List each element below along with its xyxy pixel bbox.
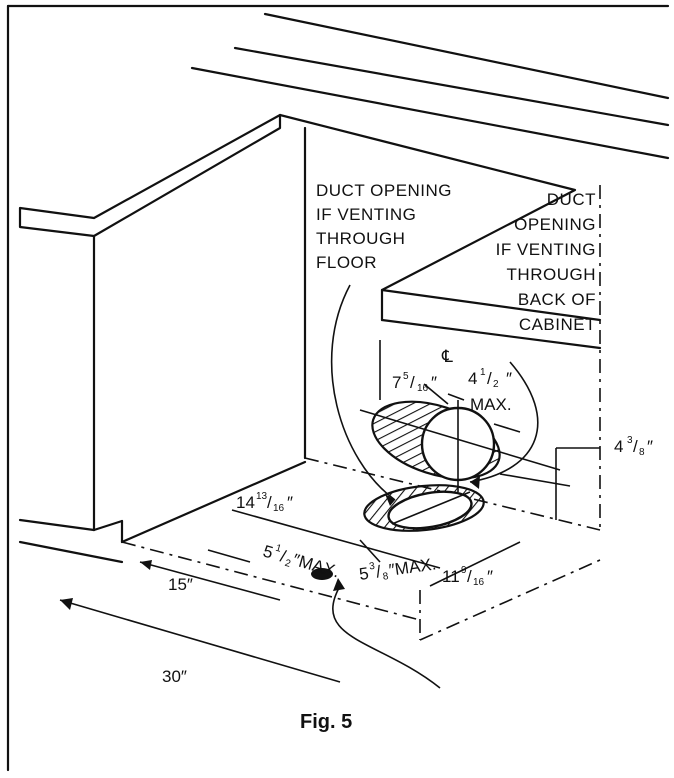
- back-label-line-6: CABINET: [519, 315, 596, 334]
- dim-7-5-16: 7 5 / 16 ″: [392, 371, 437, 394]
- label-back-duct-opening: DUCT OPENING IF VENTING THROUGH BACK OF …: [496, 190, 596, 334]
- label-floor-duct-opening: DUCT OPENING IF VENTING THROUGH FLOOR: [316, 181, 452, 272]
- dim-5-3-8-max: 5 3 / 8 ″MAX.: [358, 554, 438, 584]
- left-cabinet: [18, 113, 307, 564]
- back-duct-opening: [359, 400, 561, 492]
- svg-text:″: ″: [647, 437, 653, 456]
- centerline-symbol: ℄: [441, 347, 453, 366]
- svg-text:3: 3: [369, 561, 376, 573]
- svg-text:″: ″: [431, 373, 437, 392]
- svg-text:5: 5: [261, 542, 275, 563]
- svg-text:1: 1: [274, 543, 283, 555]
- dim-14-13-16: 14 13 / 16 ″: [236, 491, 293, 514]
- svg-text:4: 4: [468, 369, 477, 388]
- back-label-line-4: THROUGH: [507, 265, 596, 284]
- back-label-line-2: OPENING: [514, 215, 596, 234]
- back-label-line-3: IF VENTING: [496, 240, 596, 259]
- countertop-edge-lines: [190, 12, 670, 160]
- svg-text:″MAX.: ″MAX.: [388, 554, 438, 579]
- svg-text:5: 5: [403, 371, 409, 382]
- svg-text:″: ″: [506, 369, 512, 388]
- svg-text:″: ″: [287, 493, 293, 512]
- svg-text:9: 9: [461, 565, 467, 576]
- svg-text:7: 7: [392, 373, 401, 392]
- cabinet-back-wall: [121, 113, 602, 641]
- svg-text:/: /: [375, 562, 383, 582]
- svg-text:1: 1: [480, 367, 486, 378]
- svg-text:8: 8: [382, 571, 389, 583]
- dim-4-3-8: 4 3 / 8 ″: [614, 435, 653, 458]
- svg-text:2: 2: [493, 379, 499, 390]
- back-label-line-1: DUCT: [547, 190, 596, 209]
- svg-text:/: /: [633, 437, 638, 456]
- max-back-label: MAX.: [470, 395, 512, 414]
- svg-text:16: 16: [473, 577, 485, 588]
- back-label-line-5: BACK OF: [518, 290, 596, 309]
- dim-11-9-16: 11 9 / 16 ″: [442, 565, 493, 588]
- dim-5-1-2-max: 5 1 / 2 ″MAX.: [261, 542, 342, 582]
- dim-30: 30″: [162, 667, 187, 686]
- floor-duct-opening: [363, 484, 485, 532]
- svg-text:/: /: [487, 369, 492, 388]
- dimension-lines: [59, 340, 600, 683]
- svg-text:4: 4: [614, 437, 623, 456]
- svg-text:/: /: [267, 493, 272, 512]
- figure-frame: [6, 4, 670, 772]
- svg-text:8: 8: [639, 447, 645, 458]
- svg-text:/: /: [467, 567, 472, 586]
- svg-text:/: /: [278, 547, 288, 567]
- leader-arrows: [330, 284, 539, 689]
- floor-label-line-4: FLOOR: [316, 253, 377, 272]
- svg-text:2: 2: [283, 558, 292, 570]
- svg-text:14: 14: [236, 493, 255, 512]
- svg-text:3: 3: [627, 435, 633, 446]
- floor-hole-marker: [311, 568, 333, 580]
- dim-15: 15″: [168, 575, 193, 594]
- floor-label-line-2: IF VENTING: [316, 205, 416, 224]
- svg-text:/: /: [410, 373, 415, 392]
- dim-4-1-2: 4 1 / 2 ″ MAX.: [468, 367, 512, 414]
- svg-text:″: ″: [487, 567, 493, 586]
- svg-text:13: 13: [256, 491, 268, 502]
- svg-text:11: 11: [442, 567, 460, 586]
- floor-label-line-1: DUCT OPENING: [316, 181, 452, 200]
- figure-caption: Fig. 5: [300, 711, 352, 733]
- floor-label-line-3: THROUGH: [316, 229, 405, 248]
- svg-text:5: 5: [358, 564, 370, 584]
- svg-text:16: 16: [273, 503, 285, 514]
- svg-text:16: 16: [417, 383, 429, 394]
